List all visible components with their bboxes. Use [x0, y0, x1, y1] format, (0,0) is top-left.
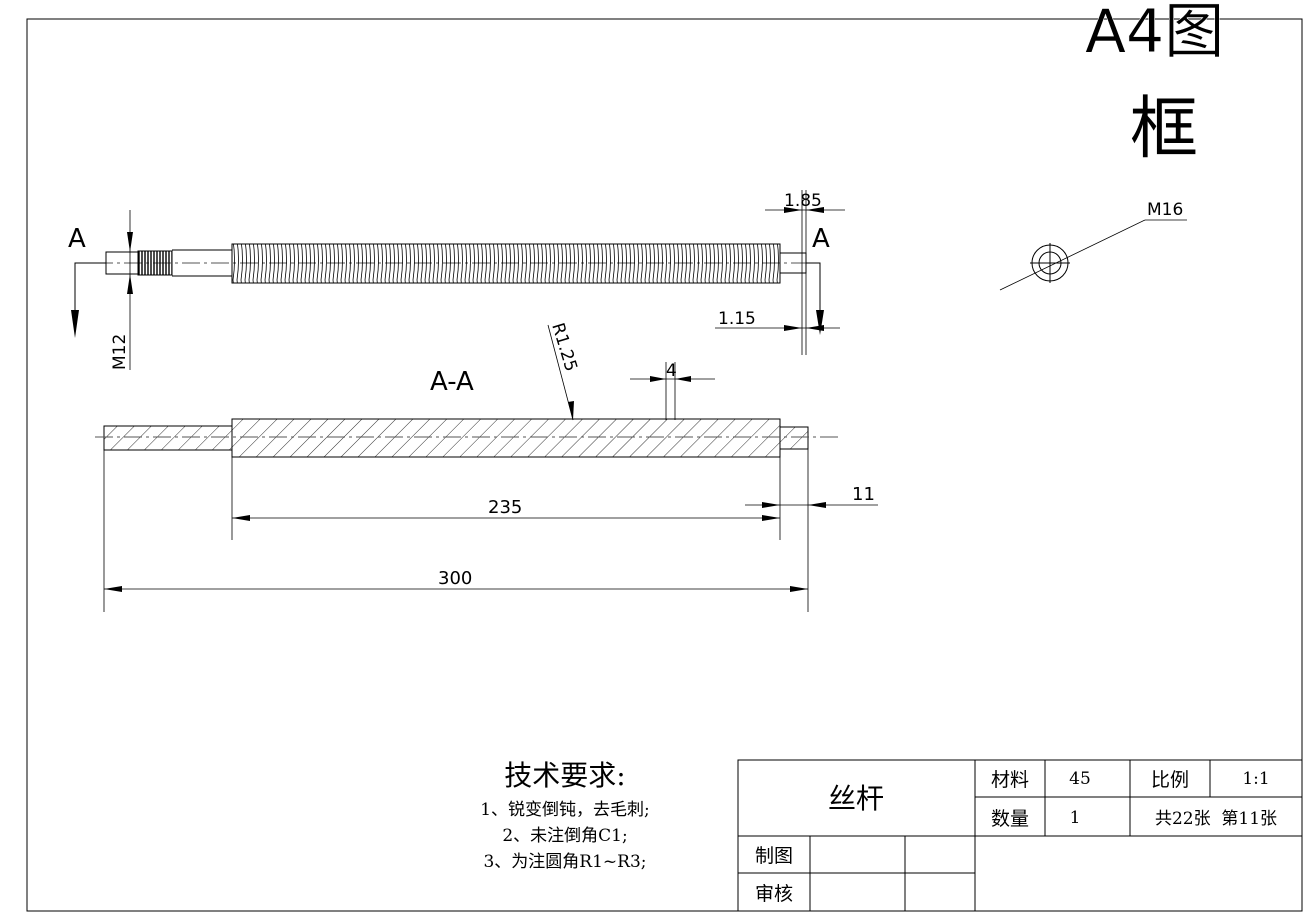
- frame-title-line1: A4图: [1085, 0, 1224, 67]
- svg-text:A: A: [68, 224, 86, 254]
- svg-text:M16: M16: [1147, 200, 1183, 220]
- svg-text:数量: 数量: [991, 808, 1029, 830]
- title-block: 丝杆 材料 45 比例 1:1 数量 1 共22张 第11张 制图 审核: [737, 759, 1303, 912]
- svg-text:M12: M12: [110, 334, 130, 370]
- section-marker-right: A: [806, 224, 830, 335]
- svg-text:235: 235: [488, 497, 522, 518]
- dim-r1-25: R1.25: [547, 321, 581, 421]
- dim-1-85: 1.85: [765, 190, 845, 355]
- dim-m12: M12: [110, 210, 133, 370]
- tech-requirements: 技术要求: 1、锐变倒钝，去毛刺; 2、未注倒角C1; 3、为注圆角R1~R3;: [480, 759, 650, 872]
- frame-title-line2: 框: [1130, 90, 1198, 169]
- dim-pitch: 4: [630, 361, 715, 420]
- svg-text:1.15: 1.15: [718, 309, 756, 329]
- svg-text:1:1: 1:1: [1242, 769, 1269, 789]
- svg-text:300: 300: [438, 568, 472, 589]
- section-title: A-A: [430, 367, 474, 397]
- section-view: [95, 418, 838, 458]
- svg-text:比例: 比例: [1151, 769, 1189, 791]
- section-marker-left: A: [68, 224, 106, 338]
- svg-text:审核: 审核: [755, 883, 793, 905]
- part-name: 丝杆: [828, 782, 884, 815]
- svg-text:1、锐变倒钝，去毛刺;: 1、锐变倒钝，去毛刺;: [480, 800, 650, 820]
- svg-text:材料: 材料: [991, 769, 1029, 791]
- svg-text:1.85: 1.85: [784, 191, 822, 211]
- svg-text:R1.25: R1.25: [547, 321, 581, 374]
- svg-text:技术要求:: 技术要求:: [504, 759, 625, 792]
- drawing-border: [26, 18, 1303, 912]
- svg-text:45: 45: [1069, 769, 1091, 789]
- svg-text:11: 11: [852, 484, 875, 505]
- svg-text:3、为注圆角R1~R3;: 3、为注圆角R1~R3;: [483, 852, 646, 872]
- dim-235-11-300: 235 11 300: [103, 449, 878, 612]
- svg-text:4: 4: [666, 361, 677, 381]
- end-view: M16: [999, 200, 1187, 291]
- side-view: [95, 243, 815, 284]
- svg-text:共22张 第11张: 共22张 第11张: [1155, 809, 1277, 829]
- dim-1-15: 1.15: [715, 309, 840, 331]
- svg-text:制图: 制图: [755, 845, 793, 867]
- svg-text:2、未注倒角C1;: 2、未注倒角C1;: [502, 826, 627, 846]
- svg-text:A: A: [812, 224, 830, 254]
- svg-text:1: 1: [1070, 808, 1081, 828]
